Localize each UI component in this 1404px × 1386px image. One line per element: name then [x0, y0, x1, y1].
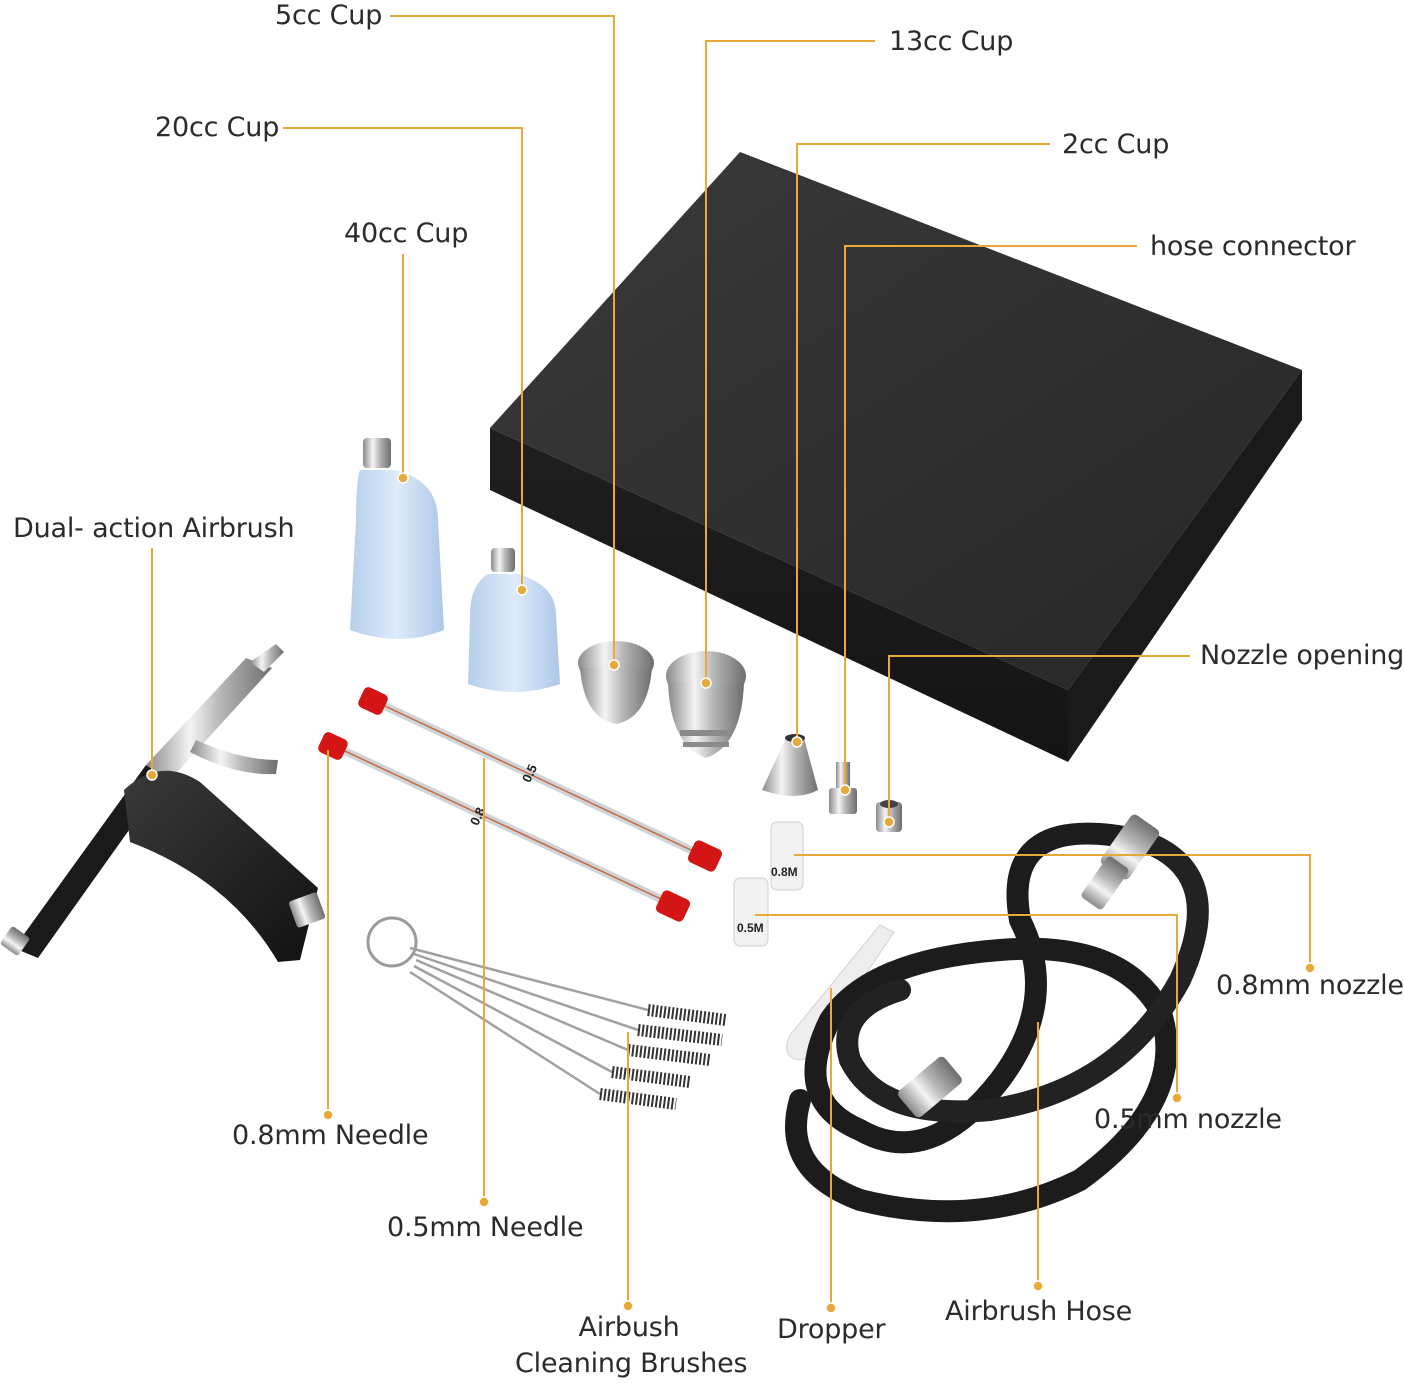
leader-nozzle-opening-dot	[883, 816, 895, 828]
leader-40cc-dot	[397, 472, 409, 484]
leader-05-nozzle	[755, 914, 1178, 1098]
label-5cc-cup: 5cc Cup	[275, 0, 383, 31]
leader-13cc	[705, 40, 875, 683]
nozzle-vial-05: 0.5M	[733, 877, 769, 947]
label-cleaning-brushes-line1: Airbush	[578, 1312, 680, 1343]
vial-08-tag: 0.8M	[771, 865, 798, 879]
needle-08-tag: 0.8	[467, 805, 488, 828]
leader-2cc-dot	[791, 736, 803, 748]
vial-05-tag: 0.5M	[737, 921, 764, 935]
hose-connector-part	[829, 762, 857, 814]
leader-08-nozzle	[794, 854, 1311, 968]
label-hose-connector: hose connector	[1150, 231, 1356, 262]
leader-20cc-dot	[516, 584, 528, 596]
leader-dropper-dot	[825, 1302, 837, 1314]
label-08mm-needle: 0.8mm Needle	[232, 1120, 429, 1151]
leader-2cc	[796, 143, 1050, 742]
label-2cc-cup: 2cc Cup	[1062, 129, 1170, 160]
leader-hose-connector	[844, 245, 1137, 790]
leader-airbrush-hose-dot	[1032, 1280, 1044, 1292]
metal-cup-2cc	[762, 734, 818, 796]
label-20cc-cup: 20cc Cup	[155, 112, 280, 143]
label-dual-action-airbrush: Dual- action Airbrush	[13, 513, 295, 544]
label-airbrush-hose: Airbrush Hose	[945, 1296, 1133, 1327]
airbrush-gun	[0, 644, 326, 962]
label-nozzle-opening: Nozzle opening	[1200, 640, 1404, 671]
leader-dots	[146, 472, 1316, 1314]
leader-13cc-dot	[700, 677, 712, 689]
leader-5cc-dot	[608, 659, 620, 671]
label-cleaning-brushes: Airbush Cleaning Brushes	[515, 1310, 748, 1382]
box-front-side	[490, 428, 1068, 762]
label-40cc-cup: 40cc Cup	[344, 218, 469, 249]
label-05mm-needle: 0.5mm Needle	[387, 1212, 584, 1243]
cleaning-brush-set	[366, 916, 727, 1110]
label-13cc-cup: 13cc Cup	[889, 26, 1014, 57]
box-right-side	[1068, 370, 1302, 762]
nozzle-vial-08: 0.8M	[770, 821, 804, 891]
leader-brushes-dot	[622, 1300, 634, 1312]
leader-dual-action-dot	[146, 769, 158, 781]
label-05mm-nozzle: 0.5mm nozzle	[1094, 1104, 1282, 1135]
needle-05-tag: 0.5	[519, 762, 540, 785]
bottle-40cc	[350, 438, 444, 639]
leader-nozzle-opening	[888, 655, 1190, 822]
needle-05-tube: 0.5	[358, 687, 723, 872]
leader-20cc	[283, 127, 523, 590]
leader-5cc	[390, 15, 615, 665]
leader-08-needle-dot	[322, 1109, 334, 1121]
gift-box	[490, 152, 1302, 762]
leader-lines	[151, 15, 1311, 1308]
leader-hose-connector-dot	[839, 784, 851, 796]
label-cleaning-brushes-line2: Cleaning Brushes	[515, 1348, 748, 1379]
leader-05-needle-dot	[478, 1196, 490, 1208]
label-dropper: Dropper	[777, 1314, 886, 1345]
bottle-20cc	[468, 548, 560, 692]
metal-cup-5cc	[578, 641, 654, 724]
box-top	[490, 152, 1302, 690]
airbrush-hose-part	[785, 814, 1209, 1223]
leader-08-nozzle-dot	[1304, 962, 1316, 974]
leader-05-nozzle-dot	[1171, 1092, 1183, 1104]
label-08mm-nozzle: 0.8mm nozzle	[1216, 970, 1404, 1001]
needle-08-tube: 0.8	[318, 732, 691, 922]
